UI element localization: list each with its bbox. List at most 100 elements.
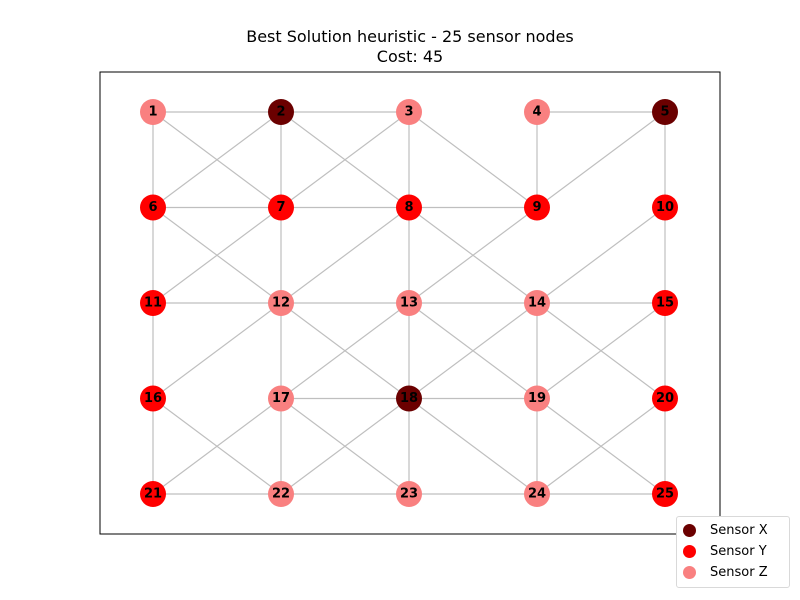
sensor-node-9: 9 <box>524 194 550 221</box>
sensor-node-24: 24 <box>524 481 550 507</box>
sensor-y-marker <box>140 290 166 316</box>
node-label: 17 <box>272 391 290 406</box>
sensor-y-swatch <box>683 545 696 558</box>
node-label: 12 <box>272 296 290 311</box>
node-label: 1 <box>148 105 157 120</box>
sensor-z-marker <box>268 290 294 316</box>
sensor-node-18: 18 <box>396 385 422 412</box>
node-label: 7 <box>276 200 285 215</box>
sensor-z-marker <box>524 481 550 507</box>
sensor-z-marker <box>140 99 166 125</box>
edge-12-16 <box>152 302 282 399</box>
node-label: 14 <box>528 296 546 311</box>
edge-2-6 <box>152 111 282 208</box>
node-label: 19 <box>528 391 546 406</box>
sensor-z-marker <box>396 99 422 125</box>
sensor-node-6: 6 <box>140 194 166 221</box>
sensor-z-marker <box>524 99 550 125</box>
sensor-x-marker <box>268 99 294 125</box>
sensor-z-marker <box>396 481 422 507</box>
sensor-node-4: 4 <box>524 99 550 125</box>
edge-9-13 <box>408 207 538 304</box>
edge-13-17 <box>280 302 410 399</box>
edge-17-21 <box>152 398 282 495</box>
sensor-x-swatch <box>683 524 696 537</box>
cost-line: Cost: 45 <box>376 47 444 66</box>
edge-3-7 <box>280 111 410 208</box>
sensor-node-3: 3 <box>396 99 422 125</box>
sensor-node-14: 14 <box>524 290 550 316</box>
sensor-node-1: 1 <box>140 99 166 125</box>
sensor-y-marker <box>652 385 678 412</box>
sensor-node-13: 13 <box>396 290 422 316</box>
sensor-y-marker <box>140 481 166 507</box>
node-label: 13 <box>400 296 418 311</box>
node-label: 11 <box>144 296 162 311</box>
node-label: 4 <box>532 105 541 120</box>
edge-18-22 <box>280 398 410 495</box>
node-label: 24 <box>528 487 546 502</box>
edge-7-11 <box>152 207 282 304</box>
sensor-node-20: 20 <box>652 385 678 412</box>
node-label: 22 <box>272 487 290 502</box>
legend-label: Sensor Z <box>710 565 768 580</box>
sensor-node-5: 5 <box>652 99 678 125</box>
edge-5-9 <box>536 111 666 208</box>
sensor-z-marker <box>524 385 550 412</box>
legend-label: Sensor X <box>710 523 768 538</box>
sensor-y-marker <box>268 194 294 221</box>
sensor-y-marker <box>140 194 166 221</box>
sensor-node-12: 12 <box>268 290 294 316</box>
sensor-y-marker <box>140 385 166 412</box>
sensor-node-16: 16 <box>140 385 166 412</box>
sensor-node-21: 21 <box>140 481 166 507</box>
sensor-node-11: 11 <box>140 290 166 316</box>
node-label: 3 <box>404 105 413 120</box>
sensor-y-marker <box>652 481 678 507</box>
node-label: 10 <box>656 200 674 215</box>
sensor-z-swatch <box>683 566 696 579</box>
edge-10-14 <box>536 207 666 304</box>
sensor-node-25: 25 <box>652 481 678 507</box>
title-line: Best Solution heuristic - 25 sensor node… <box>246 27 574 46</box>
node-label: 16 <box>144 391 162 406</box>
edge-14-18 <box>408 302 538 399</box>
edge-20-24 <box>536 398 666 495</box>
sensor-x-marker <box>396 385 422 412</box>
sensor-z-marker <box>268 481 294 507</box>
sensor-node-15: 15 <box>652 290 678 316</box>
plot-frame <box>99 71 721 535</box>
sensor-node-19: 19 <box>524 385 550 412</box>
sensor-y-marker <box>524 194 550 221</box>
edge-18-24 <box>408 398 538 495</box>
node-label: 8 <box>404 200 413 215</box>
node-label: 18 <box>400 391 418 406</box>
node-label: 6 <box>148 200 157 215</box>
sensor-x-marker <box>652 99 678 125</box>
figure-title: Best Solution heuristic - 25 sensor node… <box>0 27 800 67</box>
legend-item-sensor-x: Sensor X <box>683 520 783 541</box>
edge-8-12 <box>280 207 410 304</box>
node-label: 25 <box>656 487 674 502</box>
legend-item-sensor-z: Sensor Z <box>683 562 783 583</box>
edge-15-19 <box>536 302 666 399</box>
sensor-node-8: 8 <box>396 194 422 221</box>
sensor-y-marker <box>396 194 422 221</box>
sensor-node-17: 17 <box>268 385 294 412</box>
legend-item-sensor-y: Sensor Y <box>683 541 783 562</box>
sensor-y-marker <box>652 290 678 316</box>
legend: Sensor X Sensor Y Sensor Z <box>676 516 790 588</box>
sensor-z-marker <box>524 290 550 316</box>
sensor-node-2: 2 <box>268 99 294 125</box>
sensor-z-marker <box>396 290 422 316</box>
sensor-node-23: 23 <box>396 481 422 507</box>
node-label: 20 <box>656 391 674 406</box>
legend-label: Sensor Y <box>710 544 767 559</box>
sensor-node-22: 22 <box>268 481 294 507</box>
sensor-z-marker <box>268 385 294 412</box>
edge-3-9 <box>408 111 538 208</box>
sensor-y-marker <box>652 194 678 221</box>
sensor-node-7: 7 <box>268 194 294 221</box>
node-label: 5 <box>660 105 669 120</box>
